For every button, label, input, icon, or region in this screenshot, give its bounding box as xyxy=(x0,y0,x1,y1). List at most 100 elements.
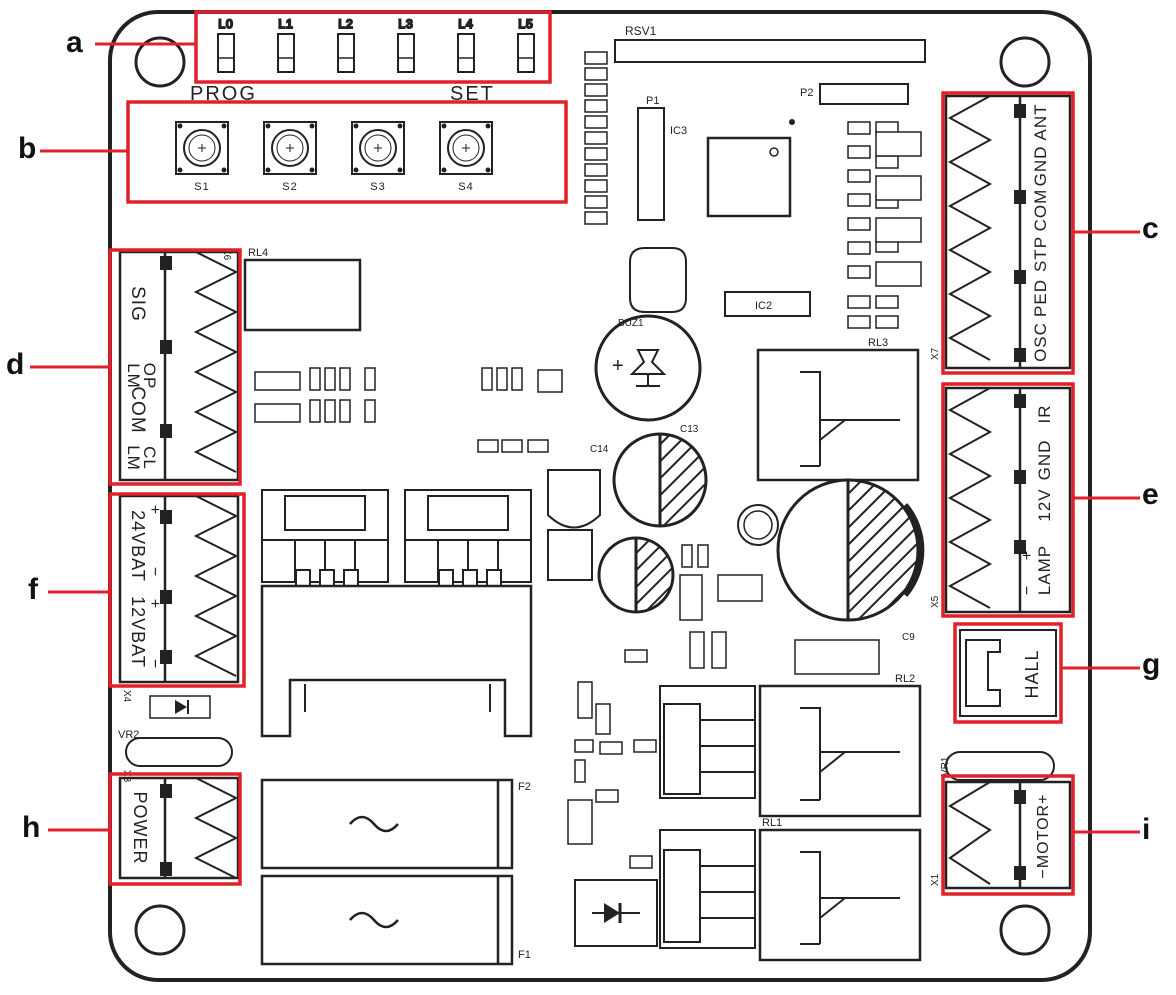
mosfet-stack-top xyxy=(659,685,756,799)
switch-label: S4 xyxy=(458,181,473,193)
rsv1-header xyxy=(614,39,926,63)
regulator-right xyxy=(404,489,532,587)
fuse-f2 xyxy=(260,778,514,870)
terminal-d-lm2: LM xyxy=(124,445,143,471)
terminal-c-ped: PED xyxy=(1031,279,1050,317)
switch-label: S3 xyxy=(370,181,385,193)
terminal-c-ant: ANT xyxy=(1031,104,1050,141)
diode-cluster xyxy=(847,121,922,329)
hall-connector xyxy=(959,629,1057,717)
led-4 xyxy=(457,33,475,73)
led-label: L4 xyxy=(458,17,473,31)
terminal-c-gnd: GND xyxy=(1031,146,1050,187)
varistor-vr2 xyxy=(125,737,233,767)
p1-connector xyxy=(637,107,665,221)
mounting-hole xyxy=(999,36,1051,88)
rl4-label: RL4 xyxy=(248,247,268,259)
f2-label: F2 xyxy=(518,781,531,793)
terminal-block-c xyxy=(944,94,1072,370)
p2-header xyxy=(819,83,909,105)
mounting-hole xyxy=(134,36,186,88)
callout-a: a xyxy=(66,26,83,59)
terminal-i-motor: −MOTOR+ xyxy=(1035,794,1052,879)
terminal-c-stp: STP xyxy=(1031,236,1050,272)
rsv1-label: RSV1 xyxy=(625,24,657,38)
c13-label: C13 xyxy=(680,424,699,435)
terminal-block-h xyxy=(118,776,240,880)
terminal-e-12v: 12V xyxy=(1035,488,1054,521)
regulator-left xyxy=(261,489,389,587)
highlight-a xyxy=(194,10,552,84)
capacitor-small xyxy=(597,536,675,614)
set-label: SET xyxy=(450,83,495,105)
callout-e: e xyxy=(1142,478,1159,511)
terminal-block-e xyxy=(944,386,1072,614)
x6-label: X6 xyxy=(221,248,232,261)
rl3-label: RL3 xyxy=(868,337,888,349)
buzzer xyxy=(594,314,702,422)
terminal-e-gnd: GND xyxy=(1035,440,1054,481)
prog-label: PROG xyxy=(190,83,257,105)
led-row: L0 L1 L2 L3 L4 L5 xyxy=(217,16,535,73)
ic3-label: IC3 xyxy=(670,125,687,137)
ic2-chip xyxy=(724,291,811,317)
callout-f: f xyxy=(28,573,38,606)
fuse-f1 xyxy=(260,874,514,966)
c9-label: C9 xyxy=(902,632,915,643)
led-label: L5 xyxy=(518,17,533,31)
led-label: L2 xyxy=(338,17,353,31)
terminal-c-osc: OSC xyxy=(1031,322,1050,362)
leader-lines xyxy=(30,42,1140,834)
mounting-hole xyxy=(999,904,1051,956)
led-5 xyxy=(517,33,535,73)
terminal-d-com: COM xyxy=(127,386,148,433)
terminal-f-sign: + xyxy=(146,599,163,609)
terminal-block-f xyxy=(118,494,240,684)
terminal-f-sign: − xyxy=(146,567,163,577)
x7-label: X7 xyxy=(930,347,941,360)
callout-g: g xyxy=(1142,648,1161,681)
highlight-f xyxy=(108,492,246,688)
led-label: L3 xyxy=(398,17,413,31)
led-1 xyxy=(277,33,295,73)
rl3-relay xyxy=(756,348,920,482)
f1-label: F1 xyxy=(518,949,531,961)
p1-label: P1 xyxy=(646,95,659,107)
terminal-f-24vbat: 24VBAT xyxy=(128,510,148,582)
callout-i: i xyxy=(1142,813,1151,846)
resistor-column xyxy=(584,51,608,225)
led-3 xyxy=(397,33,415,73)
terminal-h-power: POWER xyxy=(130,791,150,864)
terminal-e-sign: + xyxy=(1019,550,1036,560)
terminal-e-ir: IR xyxy=(1035,405,1054,424)
terminal-d-cl: CL xyxy=(140,446,159,470)
terminal-f-sign: + xyxy=(146,505,163,515)
highlight-e xyxy=(941,382,1075,618)
terminal-f-12vbat: 12VBAT xyxy=(128,596,148,668)
switch-label: S1 xyxy=(194,181,209,193)
led-label: L0 xyxy=(218,17,233,31)
svg-text:+: + xyxy=(612,355,624,377)
vr1-label: VR1 xyxy=(940,756,951,776)
callout-b: b xyxy=(18,132,37,165)
terminal-d-sig: SIG xyxy=(127,286,148,322)
terminal-e-sign: − xyxy=(1019,585,1036,595)
rl2-label: RL2 xyxy=(895,673,915,685)
x5-label: X5 xyxy=(930,595,941,608)
terminal-block-d xyxy=(118,250,240,482)
mosfet-stack-bottom xyxy=(659,829,756,949)
highlight-g xyxy=(953,622,1063,724)
capacitor-c9 xyxy=(776,478,925,622)
buz1-label: BUZ1 xyxy=(618,318,644,329)
led-label: L1 xyxy=(278,17,293,31)
x1-label: X1 xyxy=(930,873,941,886)
callout-h: h xyxy=(22,811,41,844)
terminal-g-hall: HALL xyxy=(1022,649,1042,698)
p2-label: P2 xyxy=(800,87,813,99)
callout-c: c xyxy=(1142,212,1159,245)
rl4-relay xyxy=(243,258,362,332)
x4-label: X4 xyxy=(121,690,132,703)
